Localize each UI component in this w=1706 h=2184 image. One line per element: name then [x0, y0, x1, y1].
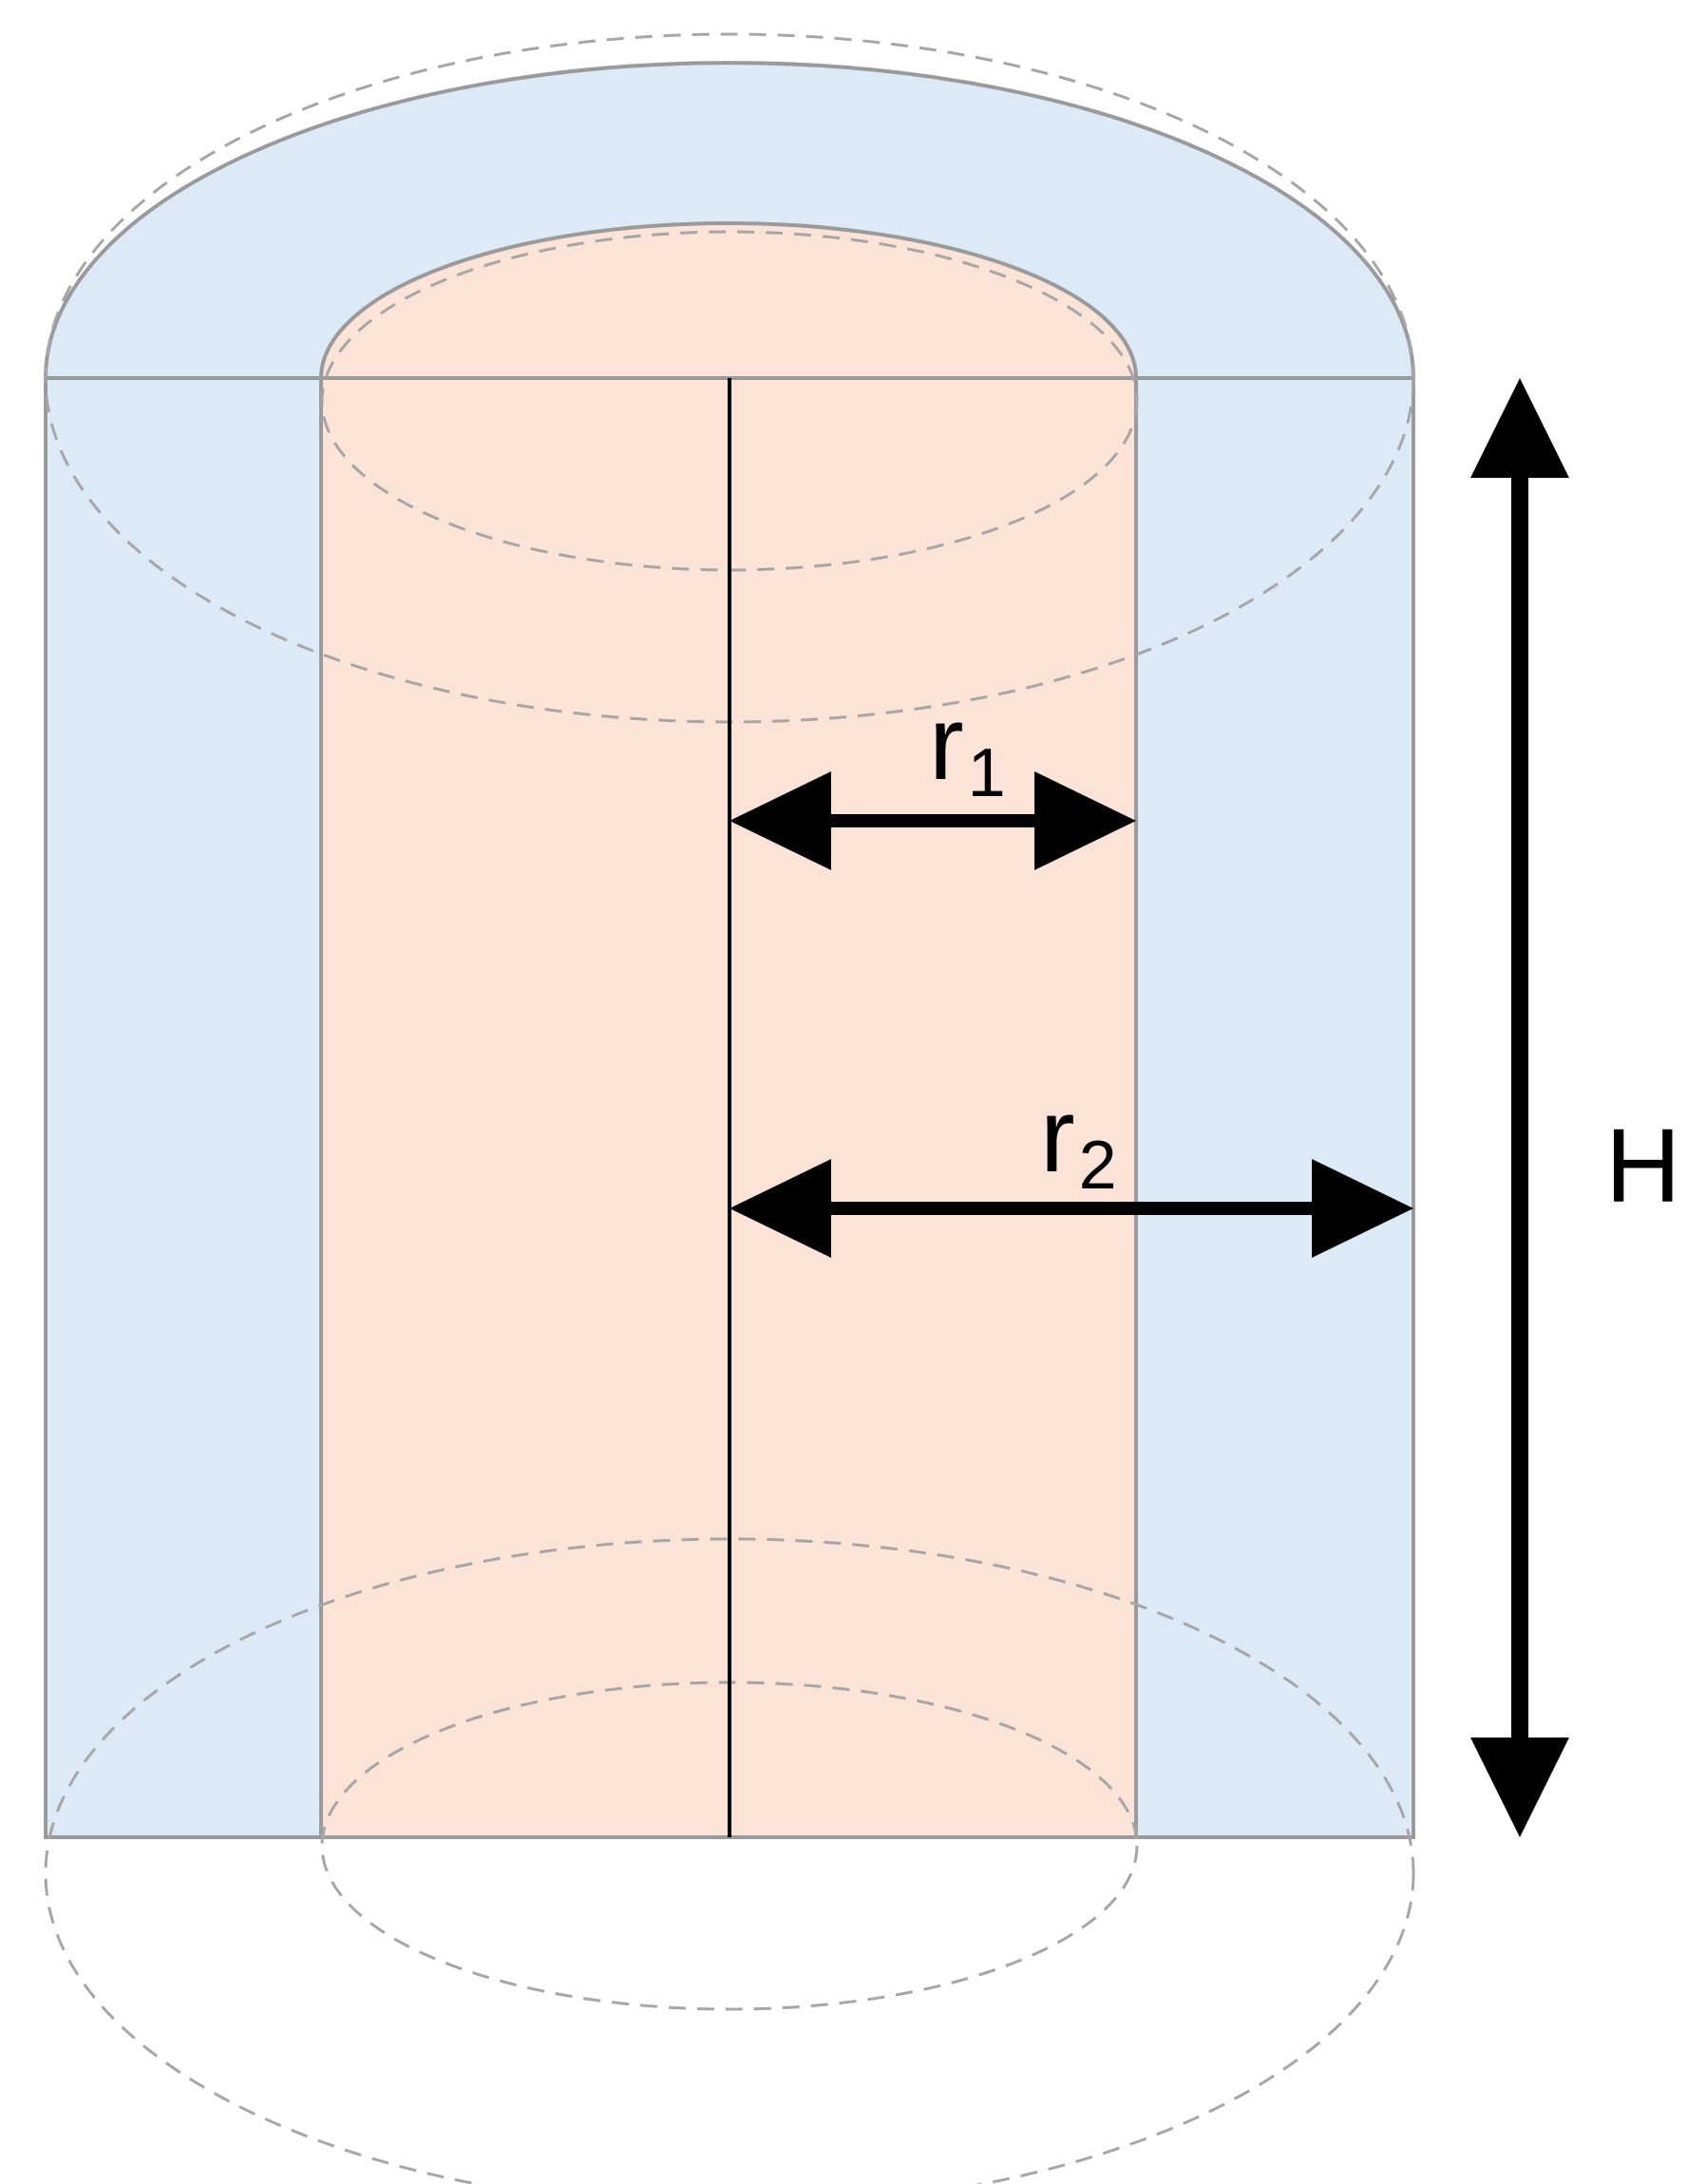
outer-bottom-ellipse — [44, 1537, 1415, 2184]
r2-label-base: r — [1040, 1077, 1075, 1194]
r1-label-subscript: 1 — [968, 735, 1006, 811]
r1-arrow — [730, 771, 1136, 870]
inner-cylinder-top-cap — [318, 221, 1139, 380]
r2-label-subscript: 2 — [1079, 1128, 1117, 1204]
height-arrow — [1470, 378, 1569, 1837]
r2-label: r2 — [1040, 1077, 1117, 1204]
r1-label-base: r — [929, 685, 964, 802]
r1-label: r1 — [929, 685, 1006, 811]
height-label: H — [1605, 1108, 1680, 1225]
r2-arrow — [730, 1159, 1413, 1258]
